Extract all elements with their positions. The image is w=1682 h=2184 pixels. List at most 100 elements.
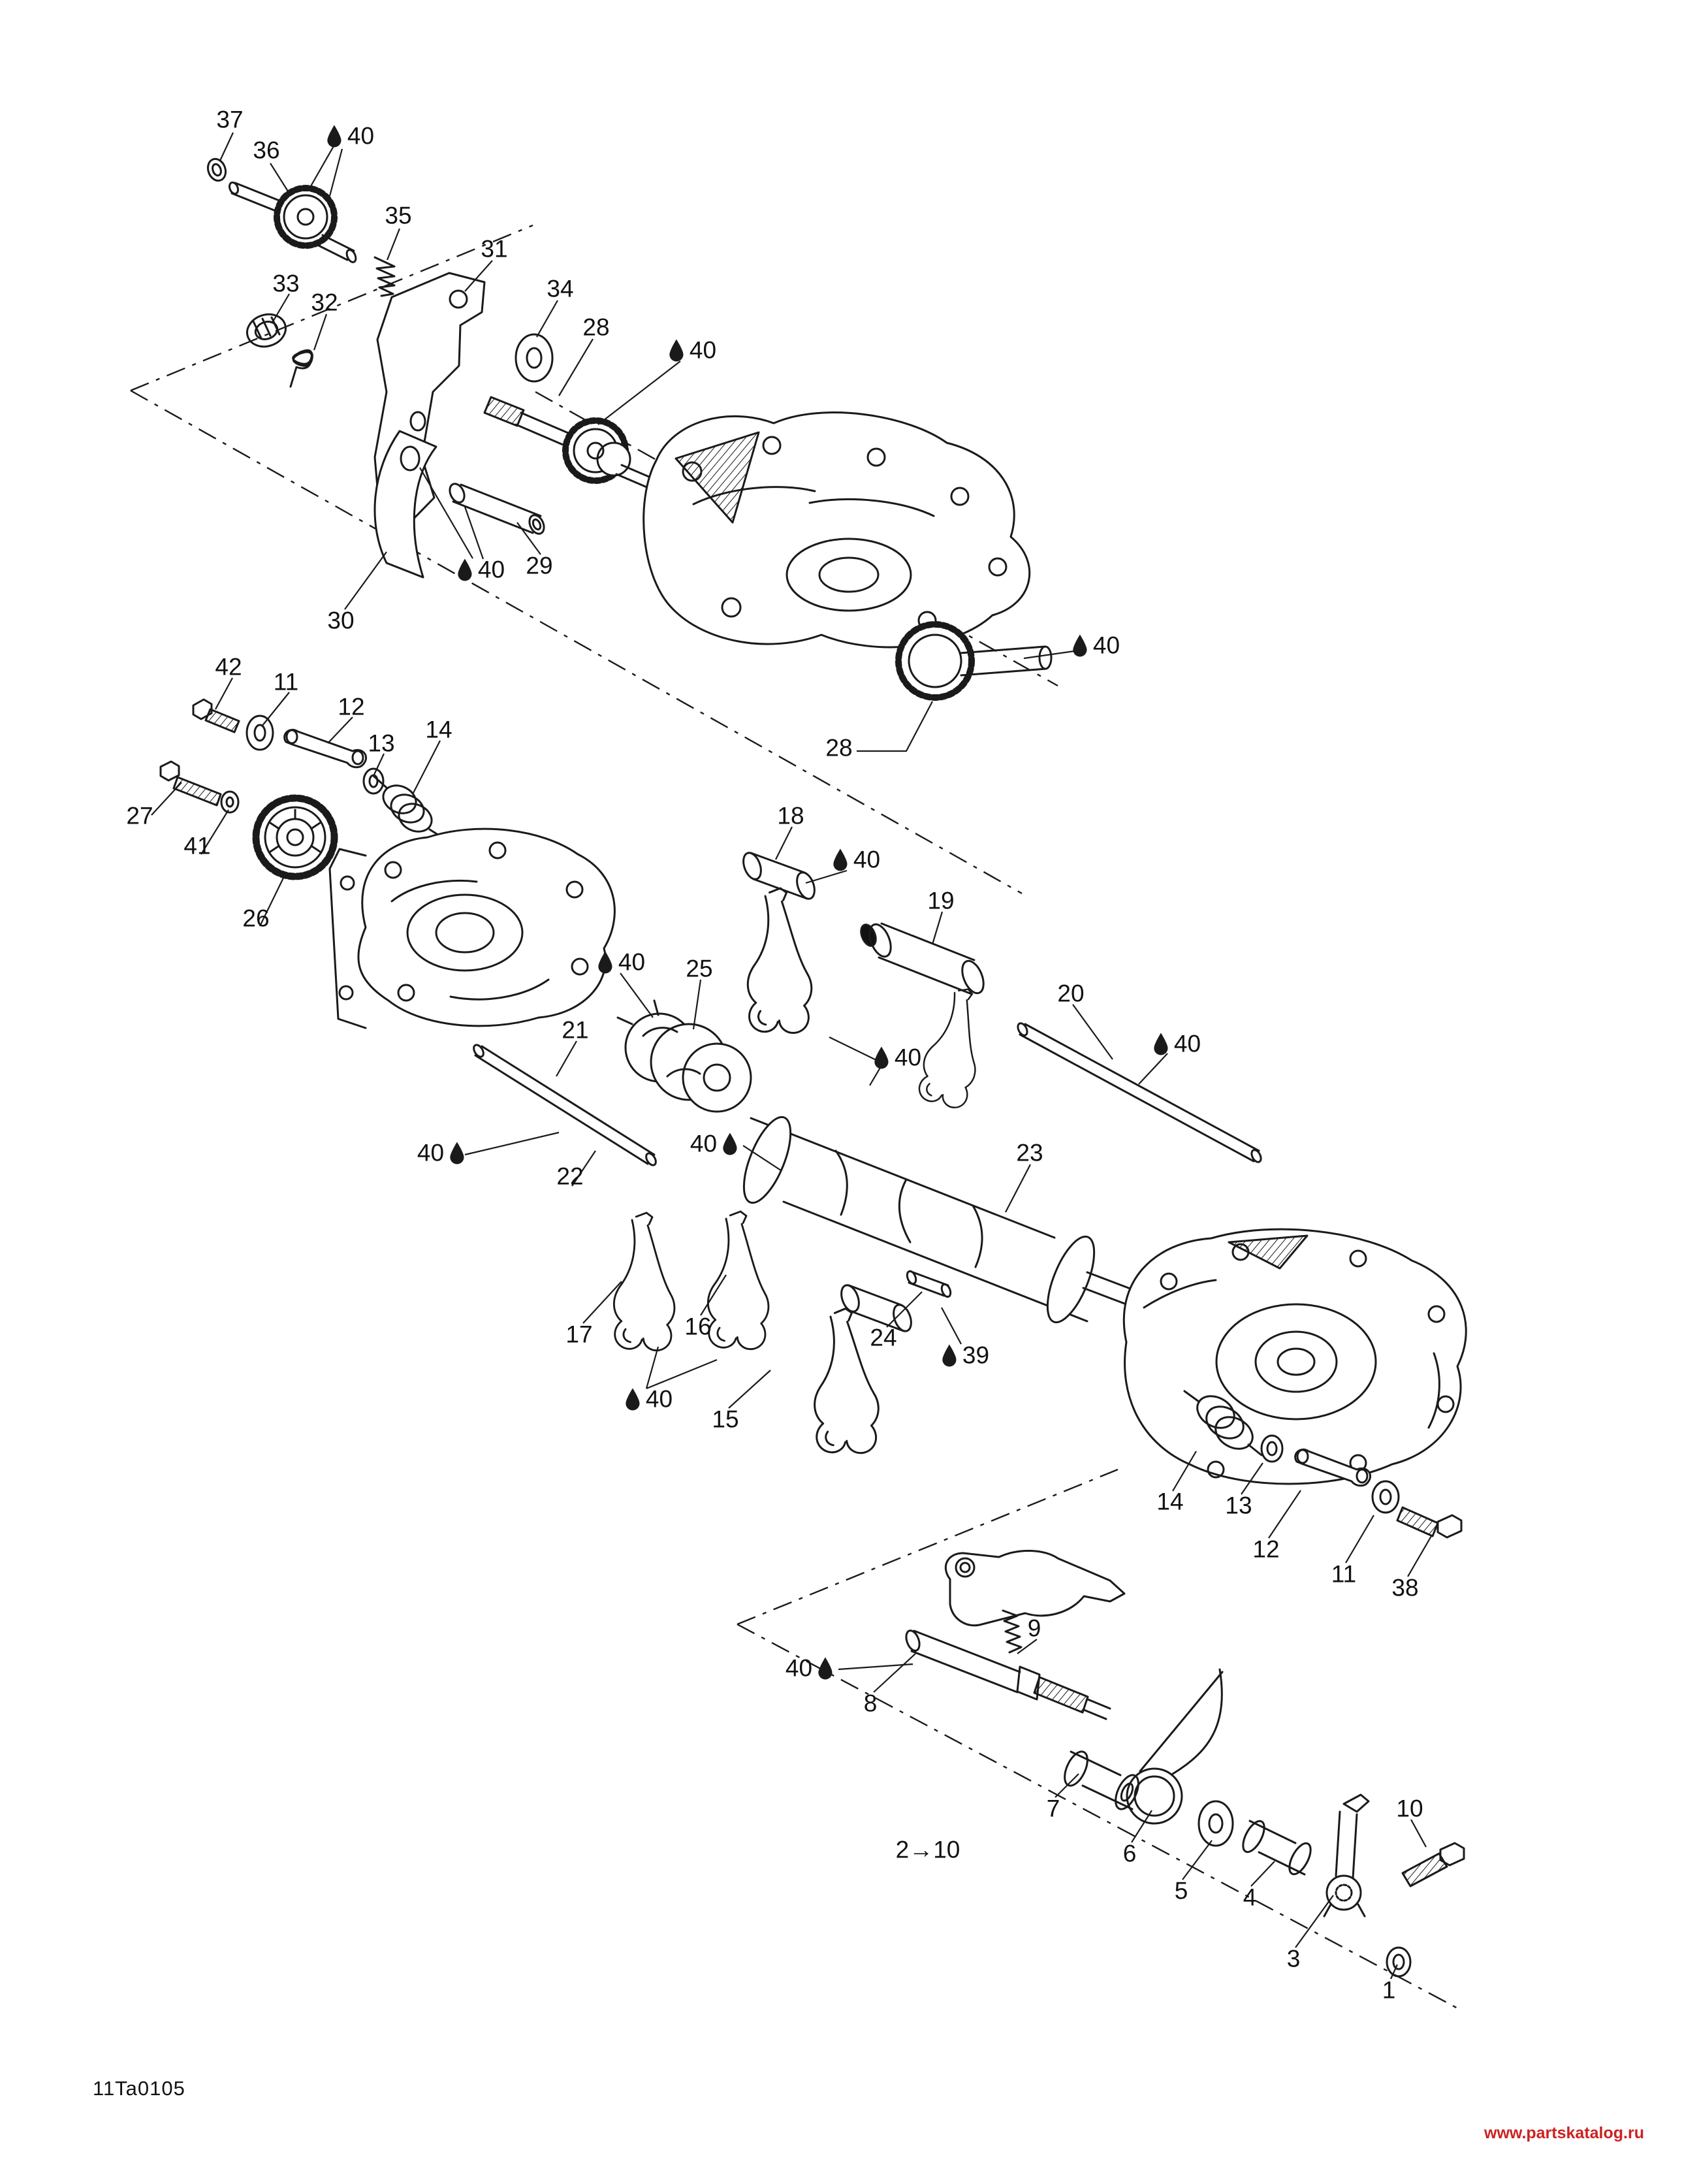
part-number-label: 15 — [712, 1405, 739, 1433]
part-callout-41: 41 — [183, 834, 210, 858]
shift-rail-22 — [473, 1044, 657, 1166]
part-callout-6: 6 — [1123, 1842, 1137, 1866]
part-callout-24: 24 — [870, 1326, 897, 1350]
washer-11-right — [1371, 1480, 1400, 1514]
part-callout-35: 35 — [385, 204, 411, 228]
worm-spring-35 — [373, 256, 396, 297]
part-number-label: 29 — [526, 552, 553, 579]
part-number-label: 35 — [385, 202, 412, 229]
shift-lever-3 — [1323, 1793, 1370, 1918]
washer-5 — [1198, 1800, 1234, 1847]
oil-drop-icon — [598, 951, 612, 973]
oil-drop-icon — [833, 848, 848, 871]
part-number-label: 11 — [1331, 1560, 1357, 1588]
part-callout-15: 15 — [712, 1407, 738, 1432]
part-callout-40: 40 — [1071, 634, 1120, 658]
part-callout-4: 4 — [1243, 1886, 1257, 1910]
part-callout-40: 40 — [785, 1656, 834, 1680]
oil-drop-icon — [942, 1344, 957, 1366]
shift-shaft-8 — [905, 1630, 1111, 1720]
part-number-label: 40 — [1092, 632, 1120, 659]
spring-14-left — [372, 775, 445, 840]
part-callout-29: 29 — [526, 554, 552, 578]
oil-drop-icon — [818, 1657, 833, 1679]
part-callout-9: 9 — [1028, 1616, 1041, 1641]
part-callout-25: 25 — [686, 957, 712, 981]
leader-lines — [151, 132, 1432, 1980]
part-number-label: 31 — [481, 235, 508, 263]
part-number-label: 12 — [338, 693, 365, 720]
part-number-label: 11 — [273, 668, 299, 696]
part-number-label: 14 — [425, 716, 452, 743]
part-callout-40: 40 — [832, 848, 880, 872]
part-callout-12: 12 — [1252, 1537, 1279, 1562]
oil-drop-icon — [723, 1132, 737, 1155]
pin-24 — [906, 1270, 952, 1298]
part-callout-21: 21 — [562, 1018, 588, 1042]
part-number-label: 1 — [1382, 1976, 1396, 2004]
part-number-label: 40 — [894, 1044, 922, 1071]
part-callout-36: 36 — [253, 138, 279, 163]
part-callout-23: 23 — [1016, 1141, 1043, 1165]
part-number-label: 12 — [1252, 1535, 1280, 1563]
part-callout-20: 20 — [1057, 982, 1084, 1006]
part-callout-22: 22 — [556, 1164, 583, 1189]
part-number-label: 39 — [962, 1341, 990, 1369]
part-number-label: 22 — [556, 1163, 584, 1190]
part-callout-30: 30 — [327, 609, 354, 633]
part-number-label: 27 — [126, 802, 153, 829]
part-number-label: 18 — [777, 802, 804, 829]
part-number-label: 32 — [311, 289, 338, 316]
washer-34 — [515, 333, 554, 383]
shift-rail-20 — [1017, 1022, 1262, 1163]
link-12-left — [283, 728, 368, 769]
part-number-label: 40 — [417, 1139, 445, 1166]
washer-37 — [206, 157, 227, 182]
spring-32 — [289, 349, 313, 388]
part-callout-40: 40 — [326, 124, 374, 148]
washer-13-right — [1260, 1434, 1284, 1463]
part-number-label: 5 — [1174, 1877, 1188, 1904]
part-number-label: 14 — [1156, 1488, 1184, 1515]
part-number-label: 42 — [215, 653, 242, 681]
part-callout-28: 28 — [825, 736, 852, 760]
part-number-label: 13 — [1225, 1492, 1252, 1519]
shift-drum-23 — [742, 1116, 1169, 1324]
oil-drop-icon — [327, 125, 341, 147]
sector-plate-30 — [373, 430, 437, 579]
sleeve-4 — [1242, 1820, 1312, 1876]
part-number-label: 2→10 — [895, 1836, 960, 1863]
part-callout-34: 34 — [547, 277, 573, 301]
part-callout-17: 17 — [565, 1323, 592, 1347]
part-callout-18: 18 — [777, 804, 804, 828]
part-callout-16: 16 — [684, 1315, 711, 1339]
part-callout-3: 3 — [1287, 1947, 1301, 1971]
part-number-label: 17 — [565, 1321, 593, 1348]
part-number-label: 40 — [645, 1385, 673, 1413]
part-number-label: 7 — [1046, 1795, 1060, 1822]
part-callout-13: 13 — [1225, 1494, 1252, 1518]
part-number-label: 19 — [927, 887, 955, 914]
part-callout-33: 33 — [272, 272, 299, 296]
part-number-label: 40 — [690, 1130, 718, 1157]
part-number-label: 40 — [1173, 1030, 1201, 1057]
part-number-label: 9 — [1027, 1614, 1041, 1642]
link-12-right — [1294, 1448, 1372, 1487]
part-number-label: 23 — [1016, 1139, 1043, 1166]
part-callout-31: 31 — [481, 237, 507, 261]
drawing-number: 11Ta0105 — [93, 2077, 185, 2100]
part-callout-5: 5 — [1175, 1879, 1188, 1903]
part-number-label: 28 — [825, 734, 853, 762]
lower-housing — [1122, 1228, 1467, 1485]
part-number-label: 40 — [853, 846, 881, 873]
torsion-spring-6 — [1126, 1668, 1224, 1825]
bolt-38 — [1396, 1506, 1463, 1539]
part-number-label: 40 — [785, 1654, 813, 1682]
part-callout-32: 32 — [311, 291, 338, 315]
shift-fork-19 — [860, 922, 1000, 1113]
washer-41 — [220, 790, 240, 814]
spring-14-right — [1183, 1390, 1263, 1456]
part-callout-42: 42 — [215, 655, 242, 679]
